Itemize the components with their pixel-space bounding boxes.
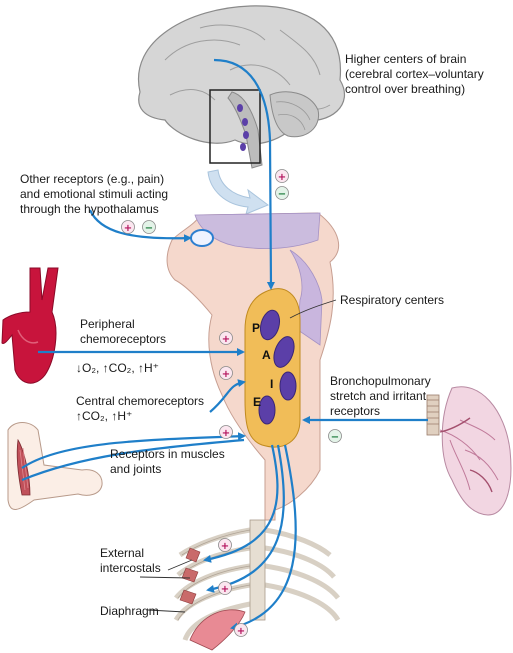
signal-arrows (21, 58, 428, 631)
plus-sign: + (219, 366, 233, 380)
minus-sign: − (328, 429, 342, 443)
minus-sign: − (275, 186, 289, 200)
arm-illustration (7, 422, 103, 510)
label-other-receptors: Other receptors (e.g., pain) and emotion… (20, 172, 169, 216)
respiratory-center-zone: P A I E (244, 288, 301, 448)
label-bronchopulmonary: Bronchopulmonary stretch and irritant re… (330, 374, 431, 418)
aortic-arch-illustration (1, 267, 59, 384)
center-letter-p: P (252, 321, 260, 335)
center-letter-e: E (253, 395, 261, 409)
svg-text:−: − (278, 189, 286, 200)
label-peripheral-chemoreceptors: Peripheral chemoreceptors (80, 317, 167, 346)
svg-text:−: − (331, 432, 339, 443)
arrow-intercostal-lower (206, 444, 285, 593)
lung-illustration (426, 386, 512, 516)
plus-sign: + (219, 331, 233, 345)
arrow-diaphragm (230, 444, 297, 631)
svg-text:+: + (278, 172, 286, 183)
label-muscles-joints: Receptors in muscles and joints (110, 447, 225, 476)
plus-sign: + (121, 220, 135, 234)
center-letter-i: I (270, 377, 273, 391)
label-respiratory-centers: Respiratory centers (340, 293, 445, 307)
svg-text:+: + (221, 541, 229, 552)
svg-text:+: + (222, 369, 230, 380)
label-central-chemoreceptors: Central chemoreceptors ↑CO₂, ↑H⁺ (76, 394, 205, 423)
arrow-muscles-upper (21, 432, 246, 469)
label-external-intercostals: External intercostals (100, 546, 161, 575)
arrow-intercostal-upper (203, 444, 279, 563)
plus-sign: + (218, 581, 232, 595)
svg-text:+: + (124, 223, 132, 234)
label-higher-centers: Higher centers of brain (cerebral cortex… (345, 52, 484, 96)
arrow-central (209, 379, 246, 413)
arrow-higher-centers (213, 58, 275, 290)
svg-text:−: − (145, 223, 153, 234)
brain-illustration (137, 5, 346, 169)
svg-text:+: + (222, 334, 230, 345)
plus-sign: + (219, 425, 233, 439)
leader-lines (139, 299, 337, 613)
label-diaphragm: Diaphragm (100, 604, 159, 618)
label-peripheral-stimuli: ↓O₂, ↑CO₂, ↑H⁺ (76, 361, 159, 375)
plus-sign: + (218, 538, 232, 552)
rib-cage-illustration (173, 519, 341, 651)
zoom-arrow (207, 169, 270, 215)
minus-sign: − (142, 220, 156, 234)
center-letter-a: A (262, 348, 271, 362)
arrow-other-receptors (88, 209, 192, 243)
brainstem-highlight-box (209, 89, 261, 164)
sign-markers: + − + − + + + − + + + (121, 169, 342, 637)
svg-text:+: + (222, 428, 230, 439)
svg-text:+: + (237, 626, 245, 637)
arrow-muscles-lower (21, 438, 245, 482)
plus-sign: + (234, 623, 248, 637)
plus-sign: + (275, 169, 289, 183)
svg-text:+: + (221, 584, 229, 595)
